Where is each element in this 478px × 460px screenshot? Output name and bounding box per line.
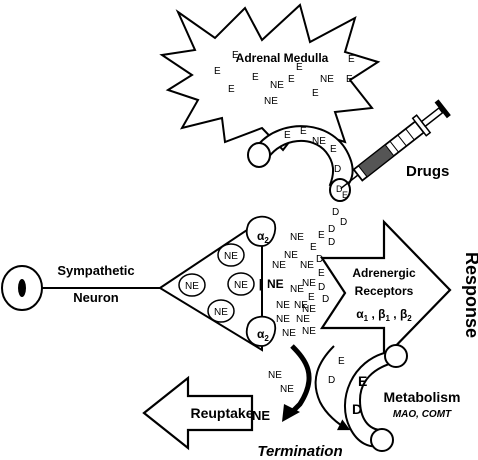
tube-molecule: E [300,126,307,137]
adrenal-molecule: E [252,72,259,83]
termination-molecule: NE [268,370,282,381]
adrenal-molecule: E [214,66,221,77]
adrenal-molecule: E [228,84,235,95]
neuron-label-line2: Neuron [73,290,119,305]
reuptake-arrowhead [282,404,300,422]
reuptake-label: Reuptake [190,405,253,421]
cleft-molecule: D [328,224,335,235]
alpha2-autoreceptor-bottom: α2 [245,315,277,347]
reuptake-molecule: NE [252,408,270,423]
cleft-molecule: NE [302,278,316,289]
cleft-molecule: D [328,237,335,248]
adrenal-molecule: E [346,74,353,85]
cleft-molecule: NE [284,250,298,261]
synaptic-vesicle [207,299,235,323]
metabolism-end-cap [384,344,408,368]
tube-molecule: E [342,190,348,200]
adrenal-medulla-label: Adrenal Medulla [236,51,329,65]
cleft-ne-release: NE [267,277,284,291]
adrenergic-receptor-arrow: Adrenergic Receptors α1 , β1 , β2 [319,219,452,361]
vesicle-ne: NE [185,281,199,292]
neuron-label-line1: Sympathetic [57,263,134,278]
termination-label: Termination [257,443,342,460]
metabolism-enzymes: MAO, COMT [393,409,452,420]
metabolism-molecule: D [352,401,362,417]
cleft-molecule: D [340,217,347,228]
metabolism-molecule: E [358,373,367,389]
vesicle-ne: NE [214,307,228,318]
cleft-molecule: NE [282,328,296,339]
cleft-molecule: D [316,254,323,265]
synaptic-vesicle [217,243,245,267]
cleft-molecule: NE [290,284,304,295]
syringe-icon [340,99,451,190]
nerve-terminal: NE NE NE NE [158,218,263,352]
alpha2-autoreceptor-top: α2 [245,215,277,247]
receptor-subtypes: α1 , β1 , β2 [356,307,412,323]
cleft-molecule: NE [276,300,290,311]
nucleus [18,279,26,297]
metabolism-label: Metabolism [383,389,460,405]
cleft-molecule: E [308,292,315,303]
metabolism-tube: E D [344,344,408,452]
cleft-molecule: D [322,294,329,305]
cleft-molecule: NE [272,260,286,271]
cleft-molecule: NE [302,326,316,337]
alpha2-label: α2 [257,327,269,343]
termination-molecule: D [328,375,335,386]
circulation-tube: E E NE E D D E [247,125,354,202]
terminal-bracket: [ [259,277,263,291]
adrenal-molecule: E [312,88,319,99]
termination-molecule: E [338,356,345,367]
vesicle-ne: NE [234,280,248,291]
cleft-molecule: NE [300,260,314,271]
response-label: Response [462,252,478,338]
cleft-molecule: NE [296,314,310,325]
cleft-molecule: E [318,230,325,241]
cleft-molecule: D [318,282,325,293]
termination-molecule: NE [280,384,294,395]
reuptake-curve-arrow [288,344,312,416]
cleft-molecule: NE [276,314,290,325]
metabolism-end-cap [370,428,394,452]
tube-molecule: D [334,164,341,175]
tube-end-cap [247,142,271,168]
termination-arrows: NE NE D E [268,344,351,431]
receptor-label-line2: Receptors [355,284,414,298]
tube-molecule: D [336,184,343,194]
tube-molecule: NE [312,136,326,147]
metabolism-curve-arrow [314,345,351,431]
adrenal-molecule: E [296,62,303,73]
adrenal-molecule: E [288,74,295,85]
cleft-molecule: NE [294,300,308,311]
cleft-molecule: NE [290,232,304,243]
neuron-soma [1,265,160,311]
synaptic-cleft: D D D NE E D NE E D NE NE E NE D D NE NE… [272,207,347,339]
adrenal-starburst-shape [159,3,381,152]
adrenal-molecule: E [348,54,355,65]
receptor-label-line1: Adrenergic [352,266,416,280]
adrenal-molecule: NE [320,74,334,85]
tube-molecule: E [284,130,291,141]
cleft-molecule: E [310,242,317,253]
adrenal-molecule: NE [270,80,284,91]
adrenal-molecule: E [232,50,239,61]
drugs-label: Drugs [406,163,449,180]
cleft-molecule: D [332,207,339,218]
synaptic-vesicle [178,273,206,297]
cleft-molecule: E [318,268,325,279]
vesicle-ne: NE [224,251,238,262]
alpha2-label: α2 [257,229,269,245]
synaptic-vesicle [227,272,255,296]
adrenal-medulla: Adrenal Medulla E E E E NE E E E NE E E … [159,3,381,152]
cleft-molecule: NE [302,304,316,315]
reuptake-arrow: Reuptake [142,375,254,451]
adrenal-molecule: NE [264,96,278,107]
tube-molecule: E [330,144,337,155]
